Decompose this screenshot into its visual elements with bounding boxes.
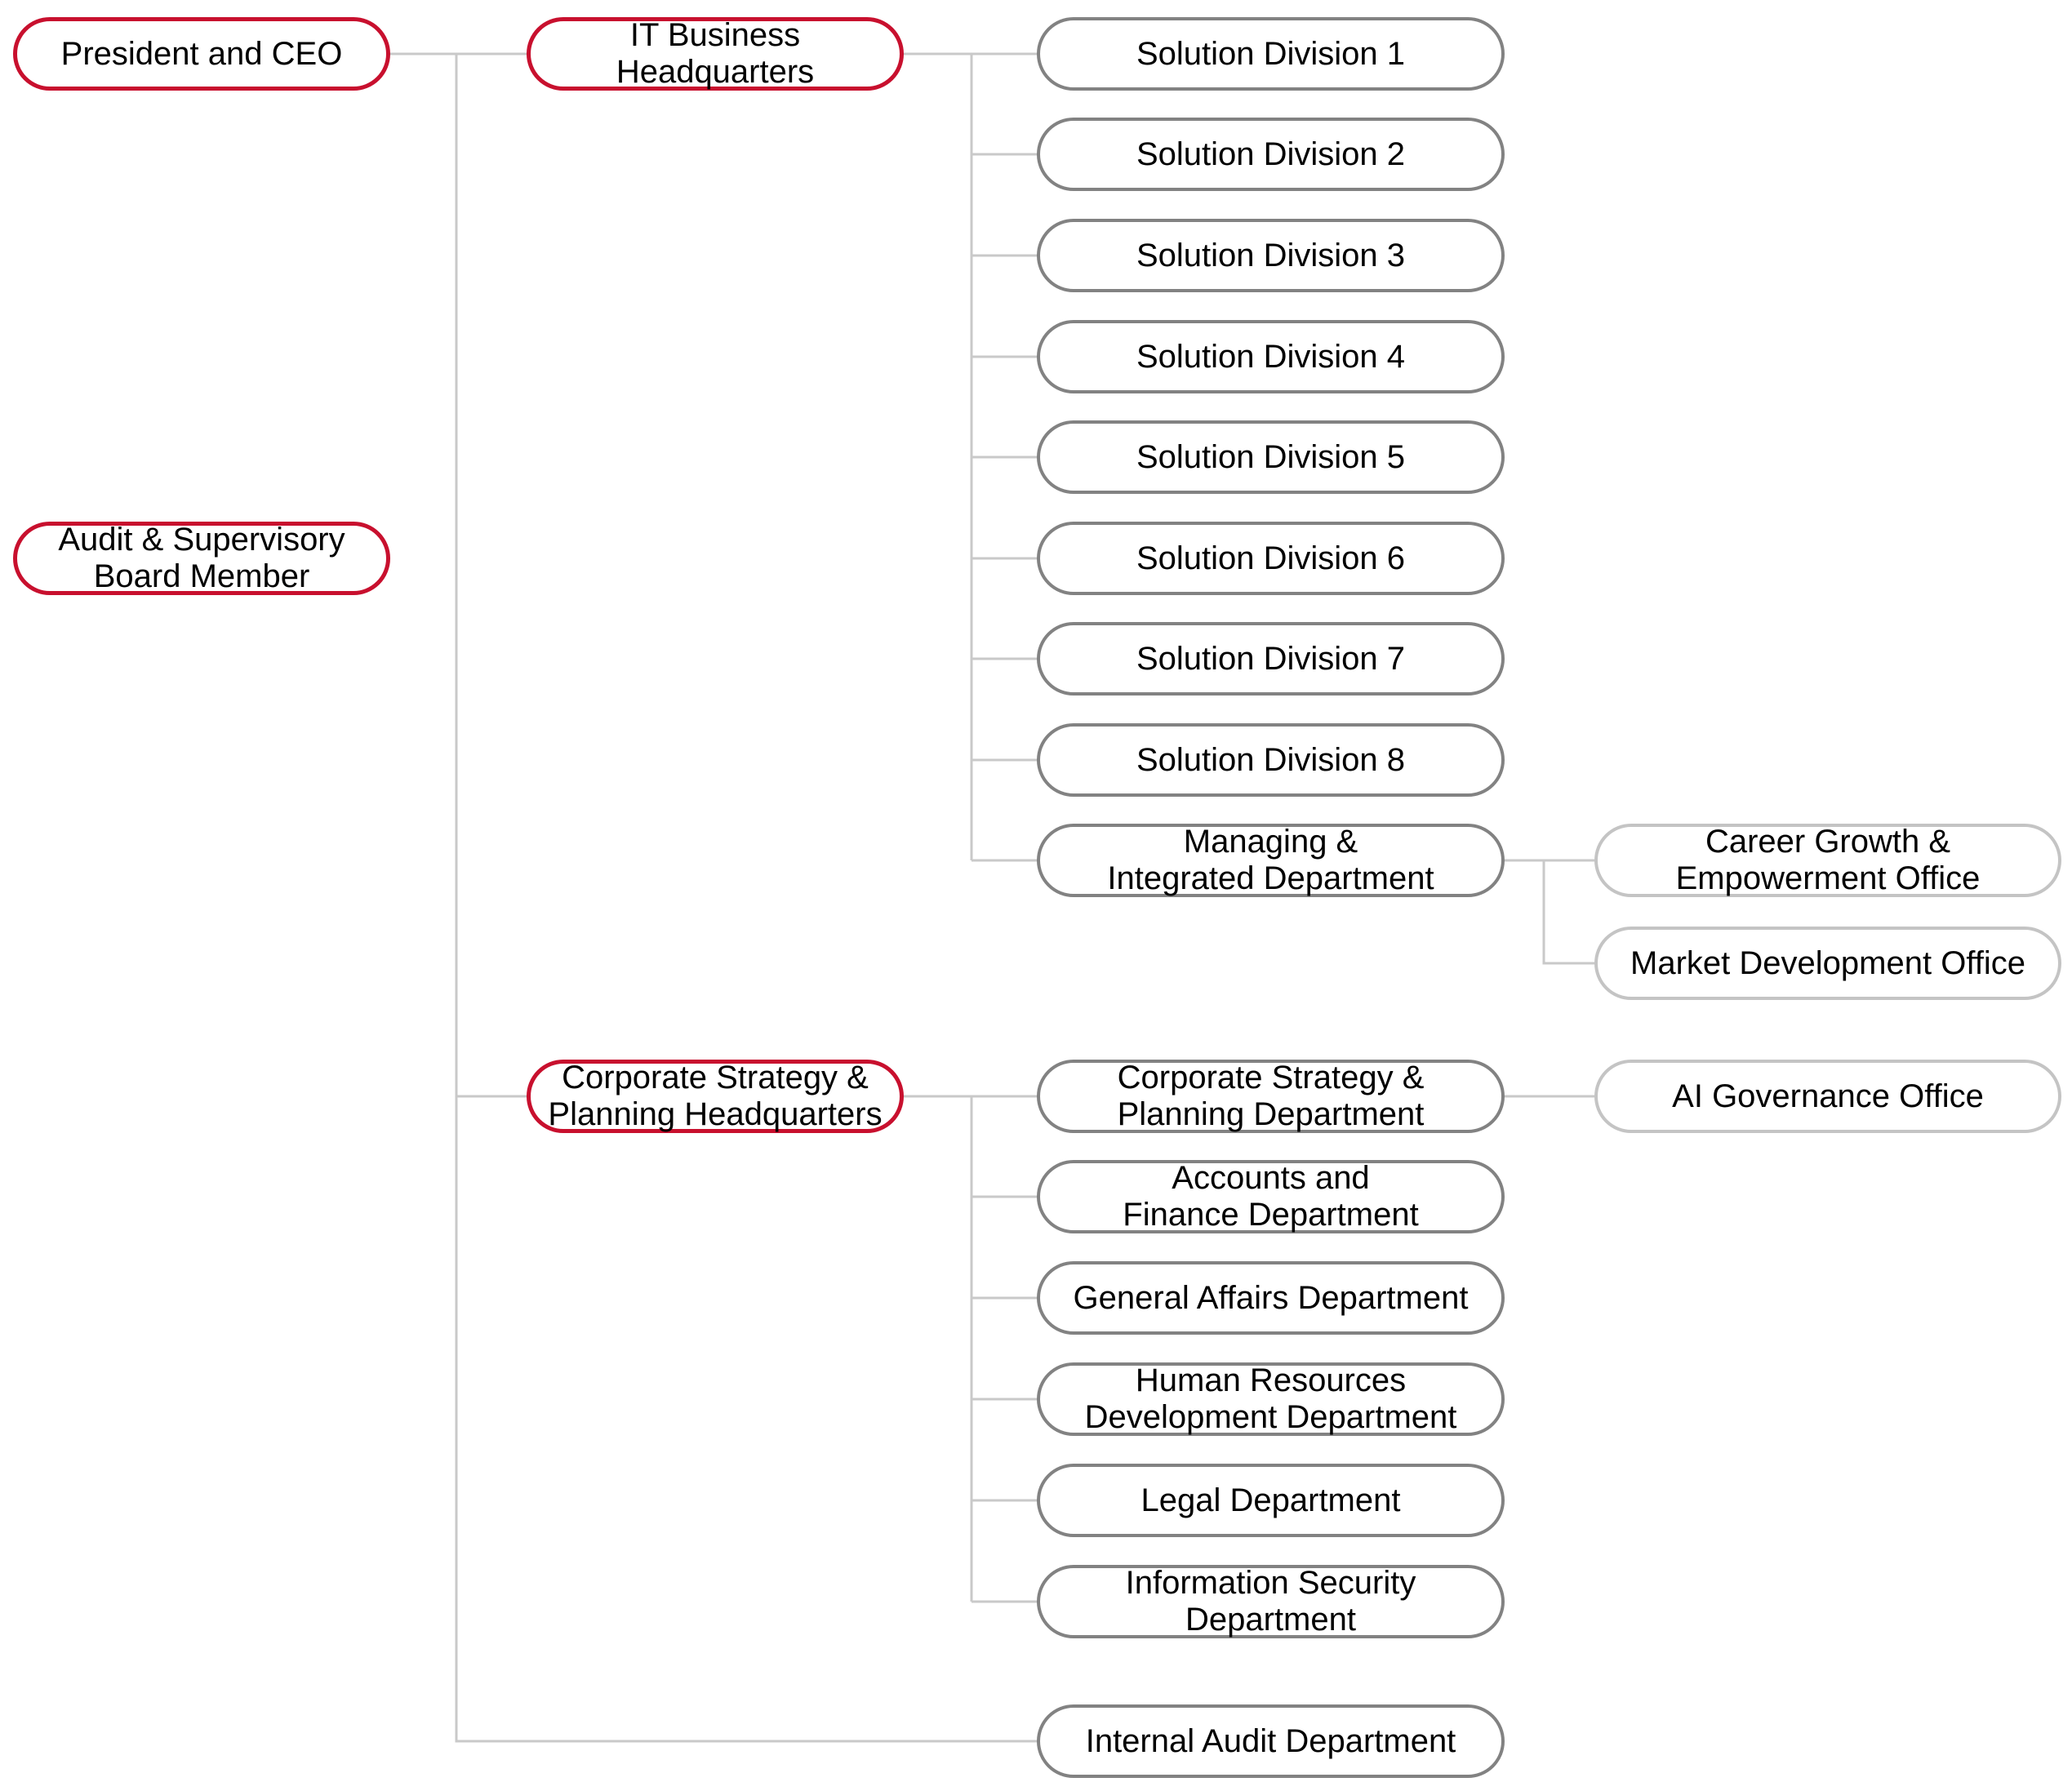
node-solution-division-7: Solution Division 7 <box>1037 622 1505 696</box>
node-human-resources-development-department: Human Resources Development Department <box>1037 1362 1505 1436</box>
node-solution-division-4: Solution Division 4 <box>1037 320 1505 393</box>
node-market-development-office: Market Development Office <box>1594 927 2061 1000</box>
node-managing-integrated-department: Managing & Integrated Department <box>1037 824 1505 897</box>
node-president-and-ceo: President and CEO <box>13 17 390 91</box>
node-solution-division-5: Solution Division 5 <box>1037 420 1505 494</box>
node-ai-governance-office: AI Governance Office <box>1594 1060 2061 1133</box>
node-solution-division-1: Solution Division 1 <box>1037 17 1505 91</box>
node-accounts-finance-department: Accounts and Finance Department <box>1037 1160 1505 1233</box>
node-solution-division-2: Solution Division 2 <box>1037 118 1505 191</box>
node-legal-department: Legal Department <box>1037 1464 1505 1537</box>
node-career-growth-empowerment-office: Career Growth & Empowerment Office <box>1594 824 2061 897</box>
node-solution-division-3: Solution Division 3 <box>1037 219 1505 292</box>
node-corporate-strategy-planning-headquarters: Corporate Strategy & Planning Headquarte… <box>527 1060 904 1133</box>
node-general-affairs-department: General Affairs Department <box>1037 1261 1505 1335</box>
node-it-business-headquarters: IT Business Headquarters <box>527 17 904 91</box>
node-internal-audit-department: Internal Audit Department <box>1037 1704 1505 1778</box>
node-information-security-department: Information Security Department <box>1037 1565 1505 1638</box>
node-solution-division-6: Solution Division 6 <box>1037 522 1505 595</box>
node-corporate-strategy-planning-department: Corporate Strategy & Planning Department <box>1037 1060 1505 1133</box>
node-solution-division-8: Solution Division 8 <box>1037 723 1505 797</box>
node-audit-supervisory-board-member: Audit & Supervisory Board Member <box>13 522 390 595</box>
